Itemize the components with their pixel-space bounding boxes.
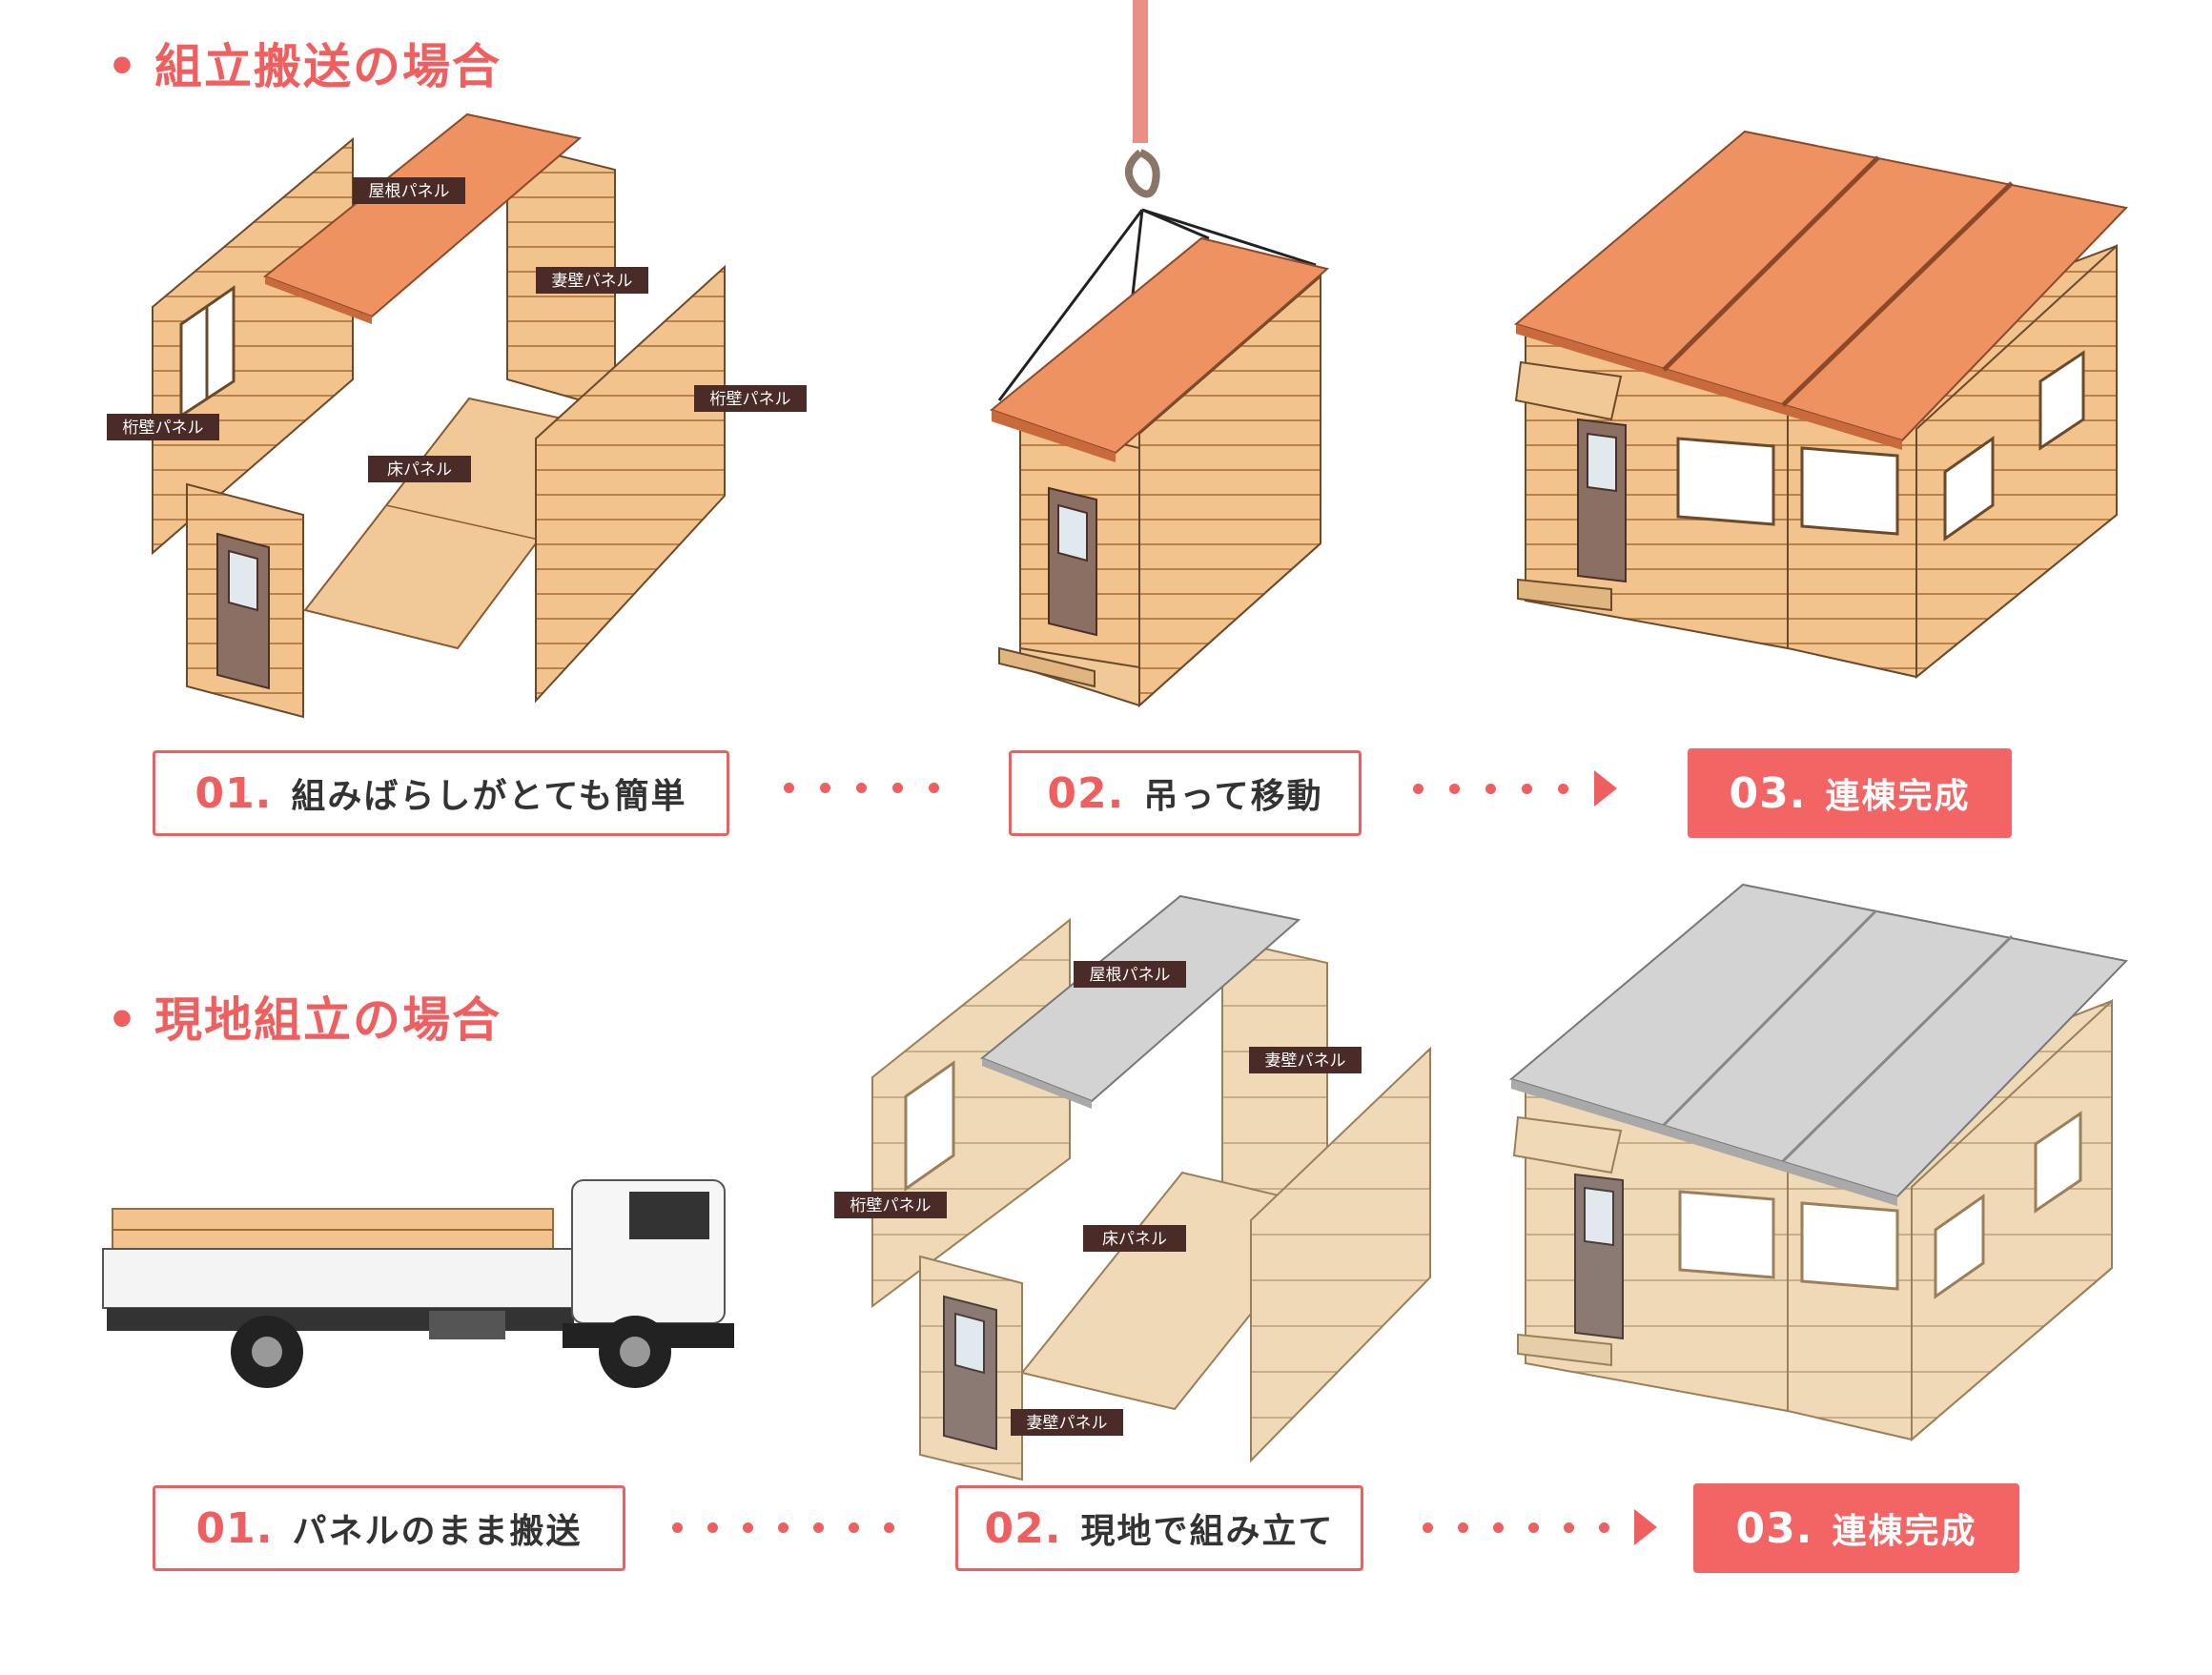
s1-step-1: 01. 組みばらしがとても簡単 bbox=[153, 750, 729, 836]
s2-dots-1 bbox=[672, 1522, 894, 1533]
svg-text:床パネル: 床パネル bbox=[387, 460, 452, 480]
s1-label-gable: 妻壁パネル bbox=[536, 267, 648, 294]
section2-title-text: 現地組立の場合 bbox=[154, 992, 502, 1048]
s1-label-roof: 屋根パネル bbox=[353, 177, 465, 204]
truck-bed bbox=[102, 1248, 581, 1309]
s1-dots-2 bbox=[1413, 770, 1617, 807]
s1-window-4-icon bbox=[2038, 350, 2085, 451]
s2-window-1-icon bbox=[1678, 1190, 1775, 1279]
svg-text:屋根パネル: 屋根パネル bbox=[369, 182, 450, 201]
s2-step-1-text: パネルのまま搬送 bbox=[292, 1512, 583, 1551]
svg-text:妻壁パネル: 妻壁パネル bbox=[552, 272, 633, 291]
s1-window-1-icon bbox=[1676, 437, 1775, 526]
s2-step-2: 02. 現地で組み立て bbox=[955, 1485, 1363, 1571]
section1-title-text: 組立搬送の場合 bbox=[154, 39, 502, 94]
svg-text:妻壁パネル: 妻壁パネル bbox=[1027, 1414, 1108, 1433]
s1-house-step bbox=[1517, 578, 1612, 612]
truck-window bbox=[629, 1192, 709, 1239]
crane-unit-step bbox=[998, 646, 1096, 688]
s1-label-floor: 床パネル bbox=[368, 456, 471, 482]
s1-label-girder-left: 桁壁パネル bbox=[107, 414, 219, 440]
s2-complete-house bbox=[1508, 883, 2128, 1442]
s1-window-2-icon bbox=[1800, 446, 1899, 536]
s1-complete-house bbox=[1513, 130, 2128, 680]
svg-text:床パネル: 床パネル bbox=[1102, 1230, 1167, 1249]
s1-step-2-num: 02. bbox=[1047, 768, 1125, 818]
bullet-icon: • bbox=[107, 39, 139, 94]
s1-step-3: 03. 連棟完成 bbox=[1688, 748, 2012, 838]
s1-dots-1 bbox=[784, 783, 939, 793]
s1-step-1-text: 組みばらしがとても簡単 bbox=[291, 777, 687, 816]
s2-step-3-text: 連棟完成 bbox=[1832, 1512, 1977, 1551]
s2-label-roof: 屋根パネル bbox=[1074, 961, 1186, 988]
s2-window-4-icon bbox=[2034, 1111, 2082, 1214]
s2-step-3: 03. 連棟完成 bbox=[1693, 1483, 2019, 1573]
s2-step-1-num: 01. bbox=[195, 1503, 274, 1553]
s2-right-girder-panel bbox=[1250, 1046, 1431, 1463]
s2-dots-2 bbox=[1423, 1509, 1657, 1545]
s2-truck bbox=[102, 1179, 734, 1388]
s2-label-gable-front: 妻壁パネル bbox=[1011, 1409, 1123, 1436]
s2-house-step bbox=[1517, 1333, 1612, 1367]
s2-step-2-text: 現地で組み立て bbox=[1080, 1512, 1335, 1551]
section1-title: • 組立搬送の場合 bbox=[107, 29, 502, 97]
s2-window-3-icon bbox=[1934, 1194, 1985, 1299]
s2-label-girder: 桁壁パネル bbox=[834, 1192, 947, 1218]
svg-text:妻壁パネル: 妻壁パネル bbox=[1265, 1052, 1346, 1071]
s1-label-girder-right: 桁壁パネル bbox=[694, 385, 807, 412]
s1-step-2-text: 吊って移動 bbox=[1143, 777, 1323, 816]
s2-window-2-icon bbox=[1800, 1201, 1899, 1291]
s2-left-window-icon bbox=[904, 1060, 955, 1192]
svg-text:屋根パネル: 屋根パネル bbox=[1090, 966, 1171, 985]
section2-title: • 現地組立の場合 bbox=[107, 982, 502, 1051]
s1-window-3-icon bbox=[1943, 436, 1995, 541]
crane-hook-icon bbox=[1125, 149, 1160, 198]
bullet-icon: • bbox=[107, 992, 139, 1048]
arrow-right-icon bbox=[1634, 1509, 1657, 1545]
s2-house-canopy bbox=[1512, 1115, 1623, 1175]
s2-step-2-num: 02. bbox=[984, 1503, 1062, 1553]
s2-label-floor: 床パネル bbox=[1083, 1225, 1186, 1252]
crane-rope bbox=[1133, 0, 1148, 143]
s1-crane-unit bbox=[989, 0, 1330, 708]
s1-exploded-panels bbox=[152, 112, 726, 719]
s2-step-3-num: 03. bbox=[1735, 1503, 1813, 1553]
s2-left-girder-panel bbox=[871, 917, 1071, 1308]
s1-right-girder-panel bbox=[535, 264, 726, 704]
s1-step-1-num: 01. bbox=[195, 768, 273, 818]
s1-step-3-text: 連棟完成 bbox=[1825, 777, 1971, 816]
s2-label-gable: 妻壁パネル bbox=[1249, 1047, 1362, 1073]
s1-step-3-num: 03. bbox=[1729, 768, 1807, 818]
s1-left-girder-panel bbox=[152, 136, 354, 556]
svg-text:桁壁パネル: 桁壁パネル bbox=[710, 390, 791, 409]
s1-house-canopy bbox=[1514, 360, 1623, 421]
svg-text:桁壁パネル: 桁壁パネル bbox=[850, 1196, 932, 1215]
s1-step-2: 02. 吊って移動 bbox=[1009, 750, 1362, 836]
svg-text:桁壁パネル: 桁壁パネル bbox=[123, 419, 204, 438]
s2-step-1: 01. パネルのまま搬送 bbox=[153, 1485, 625, 1571]
arrow-right-icon bbox=[1594, 770, 1617, 807]
